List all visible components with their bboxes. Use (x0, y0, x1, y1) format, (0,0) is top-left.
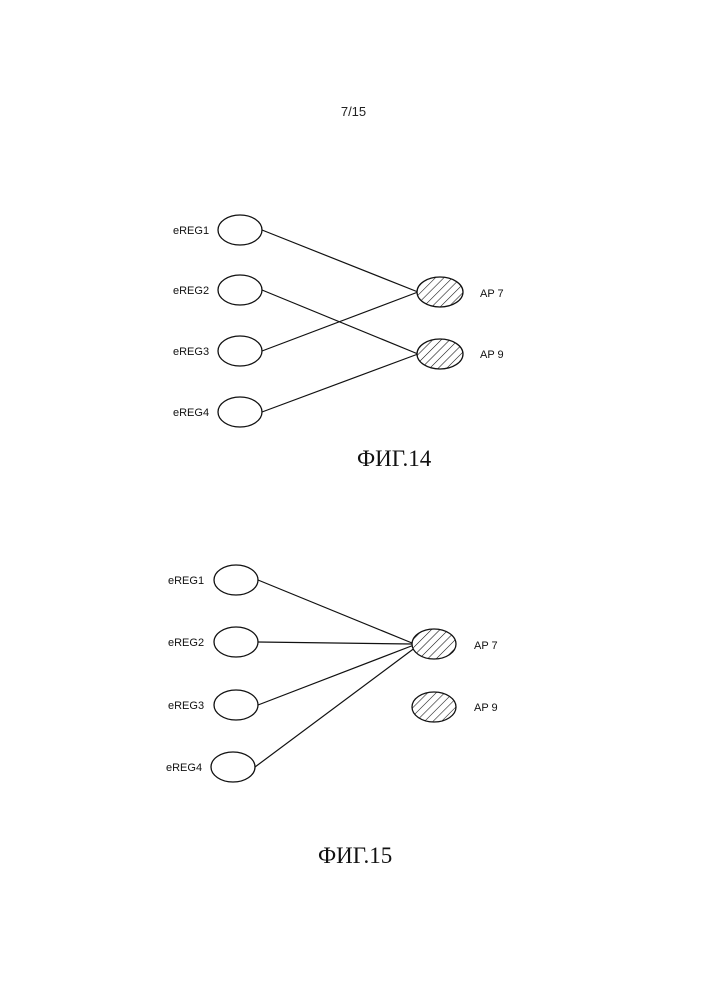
fig14-label-ereg1: eREG1 (173, 225, 209, 237)
fig15-label-ereg4: eREG4 (166, 762, 202, 774)
figure-14: eREG1 eREG2 eREG3 eREG4 AP 7 AP 9 ФИГ.14 (173, 215, 504, 471)
fig15-node-ap7 (412, 629, 456, 659)
fig14-label-ap9: AP 9 (480, 349, 504, 361)
fig15-label-ereg2: eREG2 (168, 637, 204, 649)
fig14-label-ereg4: eREG4 (173, 407, 209, 419)
fig14-label-ereg3: eREG3 (173, 346, 209, 358)
fig15-caption: ФИГ.15 (318, 843, 392, 868)
fig15-link-3 (258, 645, 414, 705)
fig14-node-ereg2 (218, 275, 262, 305)
fig14-node-ap9 (417, 339, 463, 369)
fig15-node-ereg4 (211, 752, 255, 782)
fig15-node-ereg3 (214, 690, 258, 720)
fig14-node-ereg3 (218, 336, 262, 366)
fig15-label-ereg1: eREG1 (168, 575, 204, 587)
fig15-link-4 (255, 647, 416, 767)
fig14-label-ereg2: eREG2 (173, 285, 209, 297)
fig15-link-2 (258, 642, 412, 644)
fig14-node-ereg4 (218, 397, 262, 427)
fig15-node-ereg2 (214, 627, 258, 657)
fig15-label-ereg3: eREG3 (168, 700, 204, 712)
fig15-label-ap9: AP 9 (474, 702, 498, 714)
fig14-link-4 (262, 354, 418, 412)
fig14-label-ap7: AP 7 (480, 288, 504, 300)
fig14-link-3 (262, 292, 418, 351)
fig14-caption: ФИГ.14 (357, 446, 432, 471)
fig15-label-ap7: AP 7 (474, 640, 498, 652)
fig15-node-ap9 (412, 692, 456, 722)
fig15-node-ereg1 (214, 565, 258, 595)
fig15-link-1 (258, 580, 412, 643)
fig14-node-ap7 (417, 277, 463, 307)
fig14-link-1 (262, 230, 418, 292)
fig14-node-ereg1 (218, 215, 262, 245)
figure-15: eREG1 eREG2 eREG3 eREG4 AP 7 AP 9 ФИГ.15 (166, 565, 498, 868)
